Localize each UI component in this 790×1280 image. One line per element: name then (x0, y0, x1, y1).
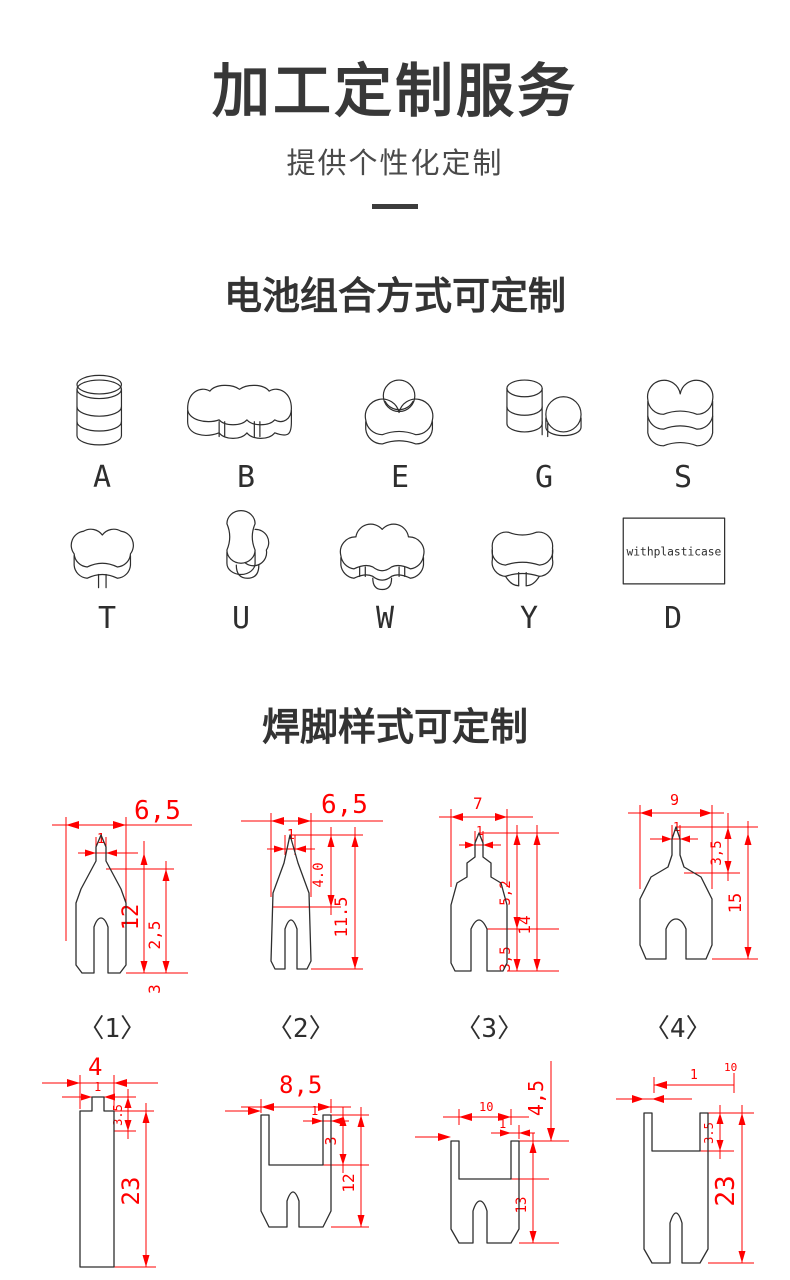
page-title: 加工定制服务 (211, 59, 578, 124)
pin-drawing-5: 4 1 3.5 23 〈5〉 (22, 1053, 202, 1280)
pin-row-1: 6,5 1 12 2,5 3 〈1〉 (0, 777, 790, 1045)
dim-upper: 3.5 (111, 1104, 125, 1126)
dim-tip: 1 (311, 1104, 318, 1118)
pin-3-svg: 7 1 5,2 14 3,5 (439, 794, 560, 972)
with-plastic-case-text: withplasticase (627, 546, 722, 559)
pin-section-heading: 焊脚样式可定制 (261, 707, 528, 749)
dim-height: 12 (339, 1173, 358, 1192)
battery-label-g: G (534, 460, 554, 495)
battery-u-drawing (226, 510, 270, 579)
battery-shape-row-1: A B E (0, 368, 790, 495)
dim-height: 23 (711, 1175, 741, 1206)
dim-mid: 2,5 (145, 921, 164, 950)
battery-label-a: A (92, 460, 112, 495)
battery-shape-w: W (320, 505, 450, 636)
battery-shape-d: withplasticase D (608, 505, 738, 636)
dim-tip: 1 (476, 824, 483, 838)
battery-t-drawing (70, 528, 134, 589)
pin-drawing-grid: 6,5 1 12 2,5 3 〈1〉 (0, 777, 790, 1280)
pin-drawing-3: 7 1 5,2 14 3,5 〈3〉 (399, 777, 579, 1045)
pin-8-svg: 1 10 3.5 23 (615, 1061, 754, 1264)
pin-label-1: 〈1〉 (78, 1014, 147, 1044)
dim-width: 6,5 (321, 790, 368, 820)
battery-label-t: T (97, 601, 117, 636)
pin-drawing-2: 6,5 1 4.0 11.5 〈2〉 (211, 777, 391, 1045)
battery-shape-t: T (52, 505, 162, 636)
pin-drawing-4: 9 1 3,5 15 〈4〉 (588, 777, 768, 1045)
pin-7-svg: 4,5 10 1 13 (415, 1061, 570, 1244)
dim-tip: 1 (94, 1080, 101, 1094)
pin-6-svg: 8,5 1 3 12 (224, 1071, 369, 1228)
dim-tip: 1 (97, 832, 105, 847)
page-header: 加工定制服务 提供个性化定制 (0, 0, 790, 209)
dim-tip: 1 (690, 1068, 698, 1083)
battery-b-drawing (187, 384, 292, 439)
page-subtitle: 提供个性化定制 (286, 148, 504, 180)
battery-shape-grid: A B E (0, 368, 790, 636)
pin-4-svg: 9 1 3,5 15 (627, 791, 758, 960)
battery-shape-g: G (479, 368, 609, 495)
dim-slot: 3,5 (498, 946, 514, 971)
dim-height: 12 (119, 904, 144, 931)
battery-shape-u: U (186, 505, 296, 636)
pin-label-2: 〈2〉 (266, 1014, 335, 1044)
dim-width: 9 (670, 791, 679, 809)
pin-2-svg: 6,5 1 4.0 11.5 (240, 790, 383, 970)
dim-slot: 3 (145, 984, 164, 994)
pin-drawing-7: 4,5 10 1 13 〈7〉 (399, 1053, 579, 1280)
dim-width: 10 (724, 1061, 737, 1074)
battery-shape-e: E (335, 368, 465, 495)
dim-upper: 4.0 (311, 862, 327, 887)
battery-shape-a: A (47, 368, 157, 495)
battery-y-drawing (491, 531, 554, 587)
dim-height: 15 (726, 893, 746, 913)
dim-height: 14 (515, 915, 534, 934)
dim-top: 4,5 (524, 1080, 548, 1116)
battery-g-drawing (506, 379, 582, 438)
pin-1-svg: 6,5 1 12 2,5 3 (52, 796, 193, 994)
battery-label-w: W (375, 601, 395, 636)
dim-width: 6,5 (134, 796, 181, 826)
battery-s-drawing (646, 379, 714, 447)
pin-label-4: 〈4〉 (643, 1014, 712, 1044)
dim-height: 13 (514, 1197, 530, 1214)
pin-5-svg: 4 1 3.5 23 (42, 1053, 159, 1268)
battery-d-drawing: withplasticase (622, 517, 726, 585)
dim-height: 11.5 (332, 897, 352, 938)
battery-w-drawing (339, 523, 425, 591)
battery-label-u: U (231, 601, 251, 636)
dim-upper: 3.5 (702, 1122, 716, 1144)
battery-shape-b: B (171, 368, 321, 495)
dim-width: 8,5 (279, 1071, 322, 1099)
pin-drawing-8: 1 10 3.5 23 〈8〉 (588, 1053, 768, 1280)
pin-row-2: 4 1 3.5 23 〈5〉 (0, 1053, 790, 1280)
battery-label-e: E (390, 460, 410, 495)
battery-shape-s: S (623, 368, 743, 495)
battery-a-drawing (76, 374, 123, 446)
battery-shape-y: Y (474, 505, 584, 636)
dim-tip: 1 (499, 1117, 506, 1131)
battery-shape-row-2: T U W (0, 505, 790, 636)
dim-width: 10 (479, 1100, 493, 1114)
dim-upper: 3,5 (709, 840, 725, 865)
battery-label-b: B (236, 460, 256, 495)
battery-label-y: Y (519, 601, 539, 636)
pin-label-3: 〈3〉 (455, 1014, 524, 1044)
battery-section-heading: 电池组合方式可定制 (223, 276, 566, 318)
battery-label-s: S (673, 460, 693, 495)
battery-label-d: D (663, 601, 683, 636)
dim-width: 7 (473, 794, 483, 813)
pin-drawing-6: 8,5 1 3 12 〈6〉 (211, 1053, 391, 1280)
title-divider (372, 204, 418, 209)
dim-height: 23 (117, 1177, 145, 1206)
pin-drawing-1: 6,5 1 12 2,5 3 〈1〉 (22, 777, 202, 1045)
battery-e-drawing (364, 379, 434, 445)
dim-width: 4 (88, 1053, 102, 1081)
